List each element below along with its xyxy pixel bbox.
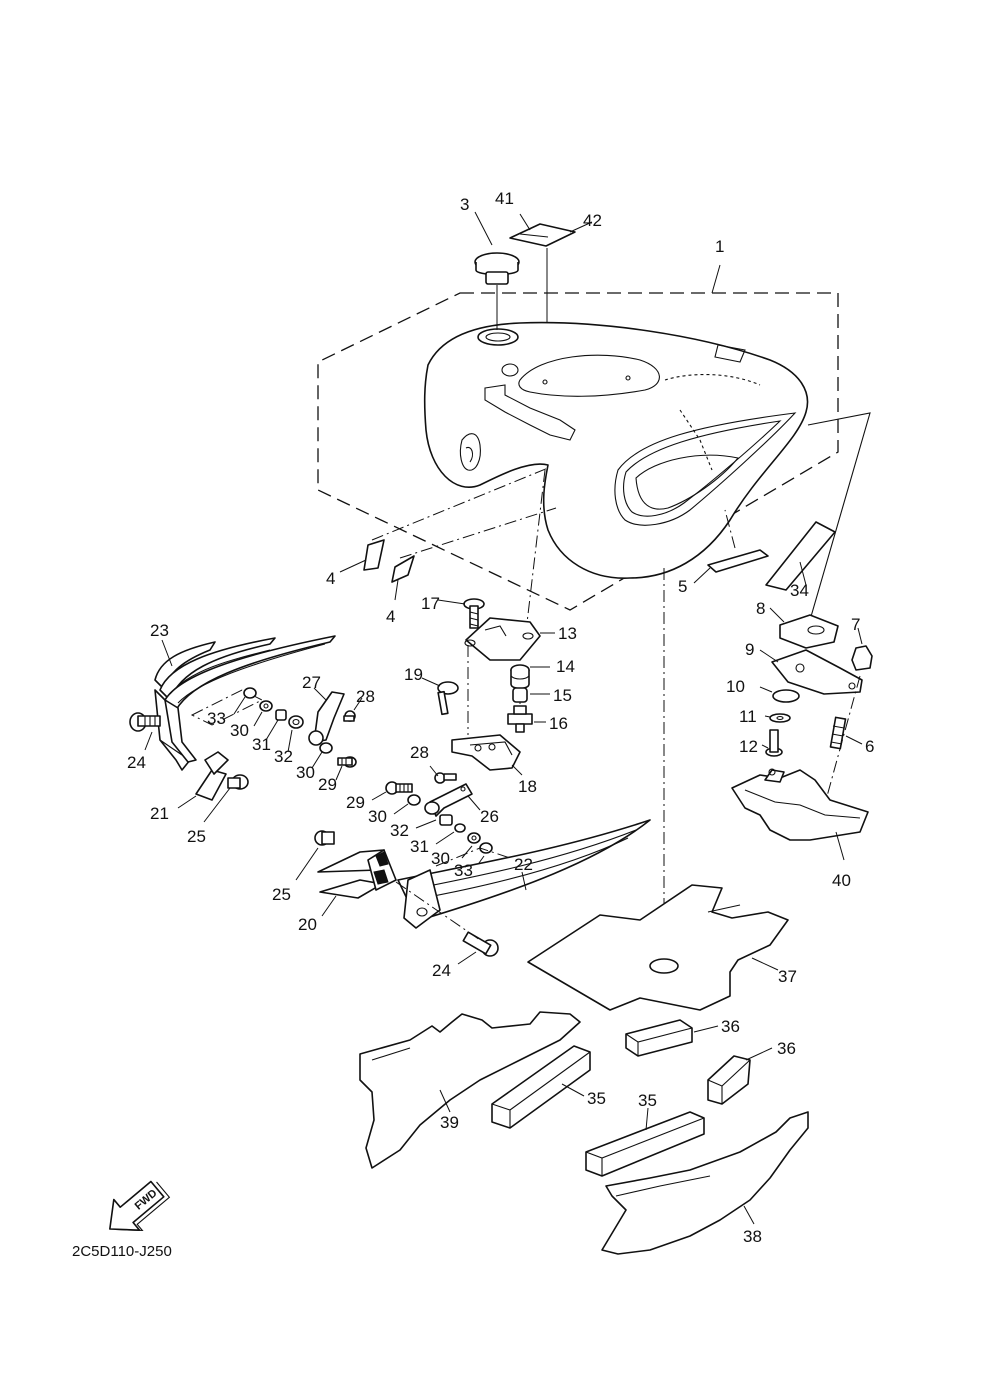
left-rail-group [129,635,363,823]
callout-22: 22 [514,855,533,874]
diagram-code: 2C5D110-J250 [72,1243,172,1260]
callout-3: 3 [460,195,469,214]
decals-group [339,412,871,621]
callout-30d: 30 [431,849,450,868]
callout-7: 7 [851,615,860,634]
callout-4a: 4 [326,569,335,588]
callout-6: 6 [865,737,874,756]
callout-8: 8 [756,599,765,618]
callout-1: 1 [715,237,724,256]
fuel-tank-group [317,264,839,611]
callout-19: 19 [404,665,423,684]
callout-11: 11 [739,707,757,726]
callout-36a: 36 [721,1017,740,1036]
callout-29a: 29 [318,775,337,794]
fwd-arrow-icon: FWD [109,1180,171,1232]
callout-28a: 28 [356,687,375,706]
callout-10: 10 [726,677,745,696]
callout-30a: 30 [230,721,249,740]
callout-4b: 4 [386,607,395,626]
callout-35b: 35 [638,1091,657,1110]
callout-18: 18 [518,777,537,796]
callout-17: 17 [421,594,440,613]
callout-14: 14 [556,657,575,676]
callout-9: 9 [745,640,754,659]
callout-31b: 31 [410,837,429,856]
lower-rail-group [295,765,651,965]
callout-5: 5 [678,577,687,596]
fuel-cap-and-label [474,211,593,330]
callout-42: 42 [583,211,602,230]
pads-group [359,568,809,1255]
callout-30c: 30 [368,807,387,826]
callout-26: 26 [480,807,499,826]
callout-33b: 33 [454,861,473,880]
callout-31a: 31 [252,735,271,754]
callout-24a: 24 [127,753,146,772]
callout-30b: 30 [296,763,315,782]
callout-39: 39 [440,1113,459,1132]
callout-21: 21 [150,804,169,823]
callout-36b: 36 [777,1039,796,1058]
callout-15: 15 [553,686,572,705]
callout-23: 23 [150,621,169,640]
callout-24b: 24 [432,961,451,980]
callout-33a: 33 [207,709,226,728]
callout-32a: 32 [274,747,293,766]
callout-25b: 25 [272,885,291,904]
callout-12: 12 [739,737,758,756]
rear-mount-group [731,607,873,861]
callout-29b: 29 [346,793,365,812]
callout-20: 20 [298,915,317,934]
callout-13: 13 [558,624,577,643]
callout-labels: 1 3 41 42 4 4 5 34 17 13 14 15 16 19 18 … [127,189,874,1246]
callout-41: 41 [495,189,514,208]
callout-27: 27 [302,673,321,692]
callout-32b: 32 [390,821,409,840]
callout-37: 37 [778,967,797,986]
callout-38: 38 [743,1227,762,1246]
callout-25a: 25 [187,827,206,846]
callout-28b: 28 [410,743,429,762]
callout-16: 16 [549,714,568,733]
callout-35a: 35 [587,1089,606,1108]
center-mount-group [421,469,555,776]
callout-34: 34 [790,581,809,600]
callout-40: 40 [832,871,851,890]
